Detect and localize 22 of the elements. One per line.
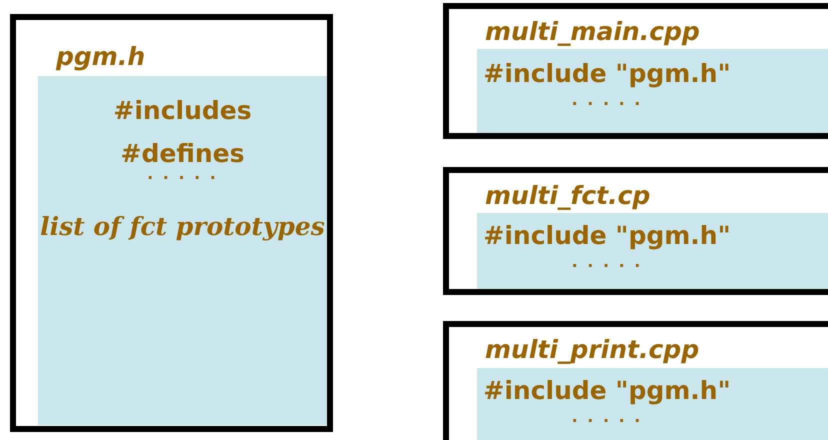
file-name: multi_fct.cp — [485, 183, 650, 208]
include-text: #include "pgm.h" — [483, 378, 731, 403]
ellipsis-text: . . . . . — [572, 92, 642, 108]
include-text: #include "pgm.h" — [483, 61, 731, 86]
ellipsis-text: . . . . . — [572, 254, 642, 270]
file-name: multi_main.cpp — [485, 19, 700, 44]
source-content-panel — [477, 213, 828, 289]
prototype-list-text: list of fct prototypes — [40, 214, 325, 239]
ellipsis-text: . . . . . — [147, 166, 218, 182]
directive-text: #includes — [113, 98, 252, 123]
include-text: #include "pgm.h" — [483, 223, 731, 248]
directive-text: #defines — [120, 141, 244, 166]
ellipsis-text: . . . . . — [572, 409, 642, 425]
header-content-panel — [38, 76, 327, 425]
file-box — [443, 321, 828, 440]
file-name: pgm.h — [56, 44, 146, 69]
file-box — [10, 14, 333, 432]
source-content-panel — [477, 49, 828, 133]
source-content-panel — [477, 368, 828, 440]
file-name: multi_print.cpp — [485, 337, 700, 362]
file-box — [443, 167, 828, 295]
file-box — [443, 3, 828, 139]
